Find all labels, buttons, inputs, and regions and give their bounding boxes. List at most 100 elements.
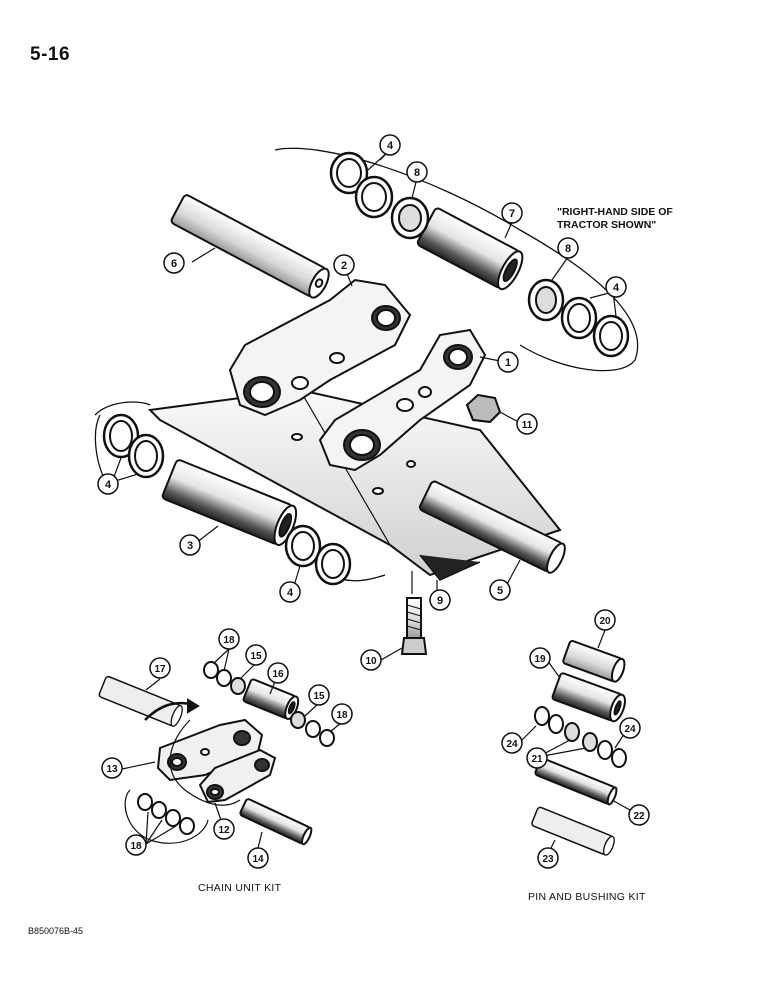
pin-bushing-kit-label: PIN AND BUSHING KIT	[528, 891, 646, 903]
callout-20: 20	[594, 609, 616, 631]
callout-number: 18	[336, 710, 348, 721]
callout-24: 24	[501, 732, 523, 754]
callout-number: 24	[506, 739, 518, 750]
callout-12: 12	[213, 818, 235, 840]
callout-number: 14	[252, 854, 264, 865]
pin-6	[170, 194, 330, 299]
callout-number: 15	[250, 651, 262, 662]
seal-21-a	[564, 722, 580, 742]
callout-number: 7	[509, 208, 515, 220]
callout-8: 8	[406, 161, 428, 183]
seal-18-c	[305, 720, 321, 738]
callout-number: 1	[505, 357, 511, 369]
callout-number: 2	[341, 260, 347, 272]
shoe-bolt-hole	[291, 433, 303, 441]
callout-number: 8	[414, 167, 420, 179]
callout-number: 5	[497, 585, 503, 597]
seal-18-d	[319, 729, 335, 747]
callout-number: 4	[287, 587, 294, 599]
callout-18: 18	[218, 628, 240, 650]
pin-5	[418, 480, 566, 574]
callout-4: 4	[97, 473, 119, 495]
callout-14: 14	[247, 847, 269, 869]
callout-4: 4	[279, 581, 301, 603]
callout-4: 4	[605, 276, 627, 298]
pin-22	[534, 757, 618, 806]
callout-22: 22	[628, 804, 650, 826]
bushing-16	[242, 678, 300, 720]
seal-18-b	[216, 669, 232, 687]
pin-bushing-kit	[519, 629, 638, 856]
callout-13: 13	[101, 757, 123, 779]
seal-18-a	[203, 661, 219, 679]
callout-number: 18	[223, 635, 235, 646]
callout-number: 18	[130, 841, 142, 852]
seal-24-a	[534, 706, 550, 726]
seal-15-a	[230, 677, 246, 695]
callout-number: 16	[272, 669, 284, 680]
callout-layer: 4 8 7 6 2 8 4 11 14 3 4 5 9 10 20 19 18 15 16 17 15 18 13 12 18 1…	[97, 134, 650, 869]
callout-19: 19	[529, 647, 551, 669]
callout-number: 17	[154, 664, 166, 675]
callout-number: 9	[437, 595, 443, 607]
bushing-19	[551, 672, 626, 723]
seal-18-f	[151, 801, 167, 819]
pin-17	[98, 675, 183, 727]
callout-23: 23	[537, 847, 559, 869]
seal-18-e	[137, 793, 153, 811]
callout-number: 12	[218, 825, 230, 836]
pin-23	[531, 806, 615, 856]
main-assembly	[94, 147, 639, 661]
seal-18-h	[179, 817, 195, 835]
callout-number: 3	[187, 540, 193, 552]
callout-number: 6	[171, 258, 177, 270]
callout-16: 16	[267, 662, 289, 684]
callout-number: 15	[313, 691, 325, 702]
callout-11: 11	[516, 413, 538, 435]
bushing-20	[562, 640, 626, 683]
callout-6: 6	[163, 252, 185, 274]
chain-unit-kit	[98, 648, 343, 849]
pin-14	[239, 798, 313, 846]
group-outline-left	[94, 401, 151, 481]
callout-number: 8	[565, 243, 571, 255]
callout-number: 4	[105, 479, 112, 491]
callout-7: 7	[501, 202, 523, 224]
callout-24: 24	[619, 717, 641, 739]
callout-3: 3	[179, 534, 201, 556]
seal-24-c	[597, 740, 613, 760]
figure-code: B850076B-45	[28, 926, 84, 936]
bolt-10	[400, 597, 428, 655]
callout-number: 13	[106, 764, 118, 775]
callout-number: 22	[633, 811, 645, 822]
seal-15-b	[290, 711, 306, 729]
callout-5: 5	[489, 579, 511, 601]
bushing-7	[416, 207, 524, 291]
callout-18: 18	[125, 834, 147, 856]
callout-2: 2	[333, 254, 355, 276]
seal-21-b	[582, 732, 598, 752]
shoe-bolt-hole	[372, 487, 384, 495]
seal-24-b	[548, 714, 564, 734]
seal-18-g	[165, 809, 181, 827]
callout-21: 21	[526, 747, 548, 769]
callout-number: 20	[599, 616, 611, 627]
callout-number: 19	[534, 654, 546, 665]
callout-number: 11	[522, 420, 533, 431]
callout-18: 18	[331, 703, 353, 725]
callout-number: 23	[542, 854, 554, 865]
callout-number: 10	[365, 656, 377, 667]
callout-8: 8	[557, 237, 579, 259]
callout-15: 15	[308, 684, 330, 706]
callout-1: 1	[497, 351, 519, 373]
orientation-note: "RIGHT-HAND SIDE OF TRACTOR SHOWN"	[557, 206, 673, 231]
callout-number: 4	[613, 282, 620, 294]
callout-number: 24	[624, 724, 636, 735]
bushing-3	[161, 459, 298, 546]
callout-17: 17	[149, 657, 171, 679]
callout-9: 9	[429, 589, 451, 611]
shoe-bolt-hole	[406, 460, 416, 468]
callout-15: 15	[245, 644, 267, 666]
page-number: 5-16	[30, 44, 71, 65]
